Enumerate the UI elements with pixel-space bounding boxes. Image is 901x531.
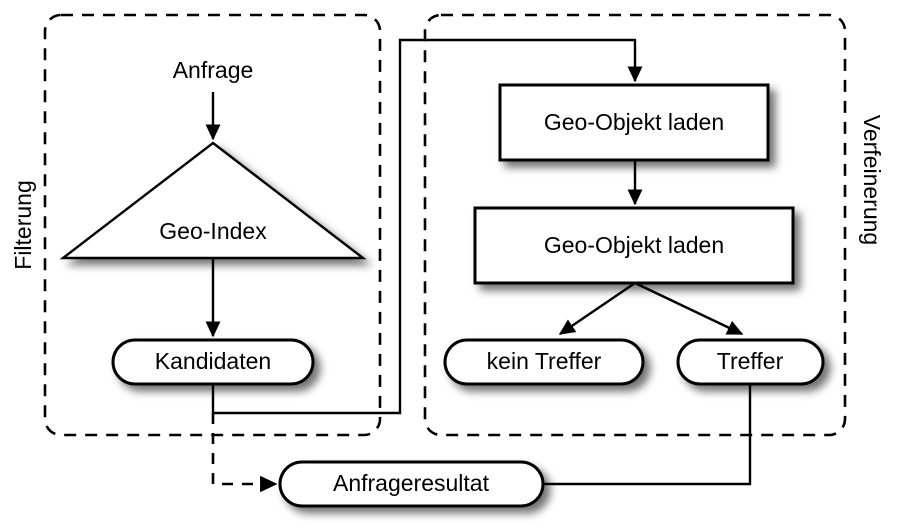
geo-index-label: Geo-Index <box>159 218 267 244</box>
anfrageresultat-label: Anfrageresultat <box>333 470 490 496</box>
node-geo-objekt-laden-1[interactable]: Geo-Objekt laden <box>498 83 770 162</box>
edge-geoobjekt2-to-keintreffer <box>558 282 636 335</box>
node-anfrageresultat[interactable]: Anfrageresultat <box>278 460 545 508</box>
kein-treffer-label: kein Treffer <box>487 348 602 374</box>
node-geo-objekt-laden-2[interactable]: Geo-Objekt laden <box>473 206 795 285</box>
geo-objekt-laden-1-shape <box>498 83 770 162</box>
group-box-verfeinerung <box>423 13 847 437</box>
anfrageresultat-shape <box>278 460 545 508</box>
node-geo-index[interactable]: Geo-Index <box>59 141 367 260</box>
geo-objekt-laden-2-label: Geo-Objekt laden <box>544 232 724 258</box>
geo-index-triangle-shape <box>59 141 367 260</box>
geo-objekt-laden-1-label: Geo-Objekt laden <box>544 109 724 135</box>
kein-treffer-shape <box>443 338 645 386</box>
edge-treffer-to-anfrageresultat <box>543 383 752 486</box>
geo-objekt-laden-2-shape <box>473 206 795 285</box>
kandidaten-label: Kandidaten <box>155 348 271 374</box>
edge-kandidaten-to-geoobjekt1 <box>211 38 643 415</box>
node-kein-treffer[interactable]: kein Treffer <box>443 338 645 386</box>
group-label-verfeinerung: Verfeinerung <box>859 115 885 245</box>
kandidaten-shape <box>111 338 315 386</box>
node-treffer[interactable]: Treffer <box>676 338 825 386</box>
treffer-shape <box>676 338 825 386</box>
label-anfrage: Anfrage <box>173 57 254 83</box>
edge-kandidaten-to-anfrageresultat-dashed <box>211 413 278 493</box>
treffer-label: Treffer <box>717 348 784 374</box>
node-kandidaten[interactable]: Kandidaten <box>111 338 315 386</box>
group-label-filterung: Filterung <box>10 180 36 269</box>
edge-geoobjekt2-to-treffer <box>634 281 744 336</box>
